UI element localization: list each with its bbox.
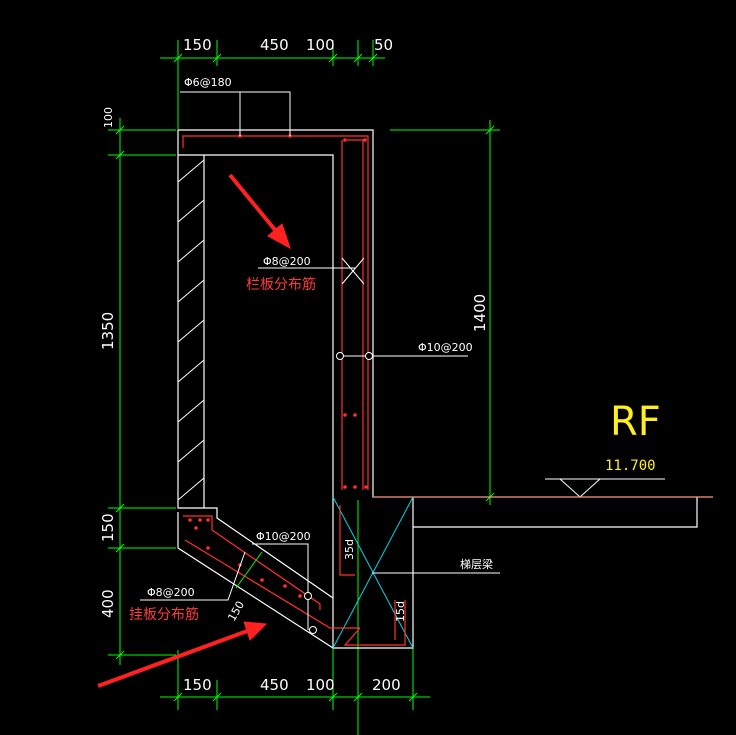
top-dim-4: 50	[374, 36, 393, 54]
bottom-dim-1: 150	[183, 676, 212, 694]
hatch-pattern-icon	[177, 159, 205, 501]
level-name: RF	[610, 399, 661, 445]
annotation-beam: 梯层梁	[460, 557, 493, 571]
annotation-hang-dist: 挂板分布筋	[129, 606, 199, 623]
left-dim-1: 100	[102, 107, 115, 128]
left-dim-2: 1350	[99, 312, 117, 350]
top-dim-1: 150	[183, 36, 212, 54]
annotation-parapet-dist: 栏板分布筋	[246, 276, 316, 293]
rebar-lines	[182, 135, 406, 646]
label-hang-slab-main-rebar: Φ10@200	[256, 530, 311, 543]
left-dimension-chain	[108, 118, 176, 665]
bottom-dim-2: 450	[260, 676, 289, 694]
bottom-dim-4: 200	[372, 676, 401, 694]
rebar-dots	[188, 134, 368, 598]
arrow-icon	[97, 173, 291, 688]
elevation-triangle-icon	[545, 478, 665, 498]
label-top-slab-rebar: Φ6@180	[184, 76, 232, 89]
slab-thickness-marker	[235, 551, 263, 589]
top-dimension-chain	[160, 40, 385, 130]
top-dim-3: 100	[306, 36, 335, 54]
bottom-dimension-chain	[160, 640, 430, 735]
leader-circles	[304, 352, 373, 634]
left-dim-4: 400	[99, 589, 117, 618]
level-elevation: 11.700	[605, 458, 656, 474]
label-slab-thickness: 150	[225, 599, 247, 624]
left-dim-3: 150	[99, 513, 117, 542]
top-dim-2: 450	[260, 36, 289, 54]
leader-lines	[140, 91, 500, 630]
bottom-dim-3: 100	[306, 676, 335, 694]
label-hang-slab-dist-rebar: Φ8@200	[147, 586, 195, 599]
label-parapet-vertical-rebar: Φ10@200	[418, 341, 473, 354]
label-anchor-15d: 15d	[394, 601, 407, 622]
label-parapet-dist-rebar: Φ8@200	[263, 255, 311, 268]
label-anchor-35d: 35d	[343, 539, 356, 560]
right-dim: 1400	[471, 294, 489, 332]
